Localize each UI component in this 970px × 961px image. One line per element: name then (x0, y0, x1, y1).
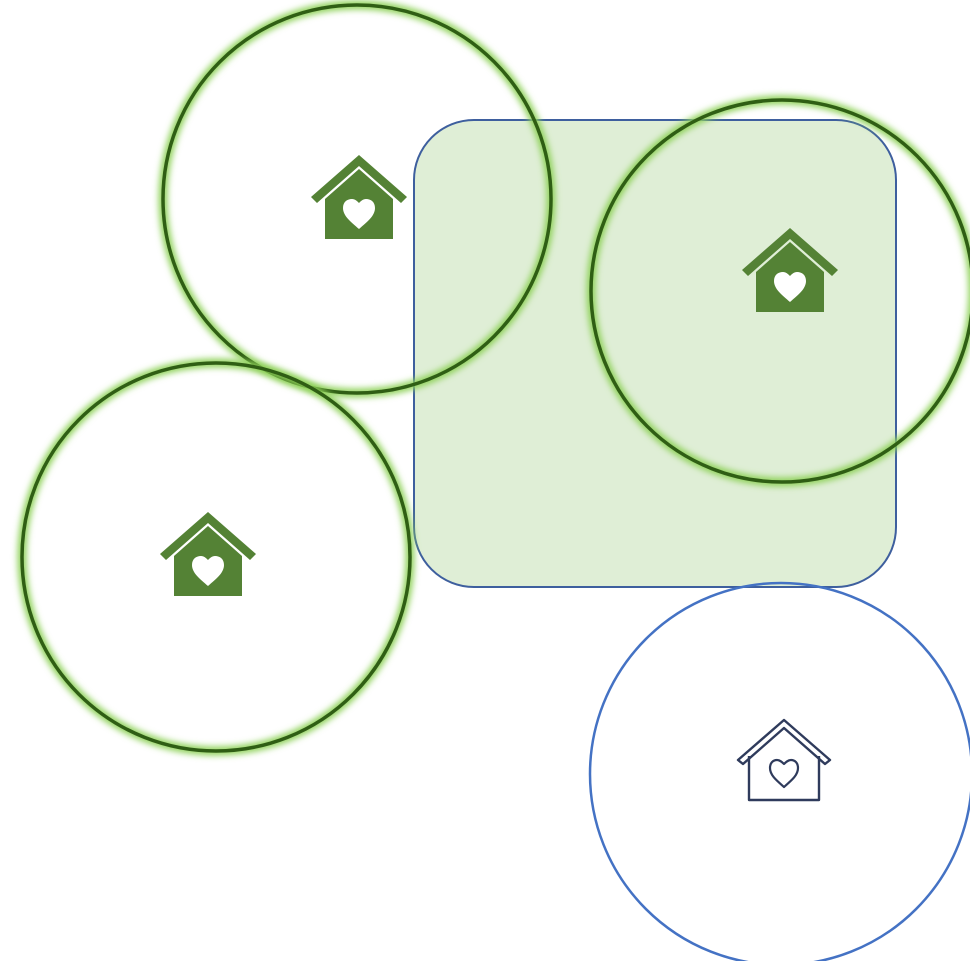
coverage-circle (588, 581, 970, 961)
coverage-circle (589, 98, 970, 484)
home-top-right (586, 95, 970, 487)
coverage-region (413, 119, 897, 588)
home-top-left (158, 0, 556, 398)
home-heart-outline-icon (736, 718, 832, 802)
home-middle-left (17, 358, 415, 756)
home-heart-icon (311, 155, 407, 239)
coverage-circle (20, 361, 412, 753)
home-heart-icon (160, 512, 256, 596)
home-bottom-right (588, 581, 970, 961)
coverage-circle (161, 3, 553, 395)
